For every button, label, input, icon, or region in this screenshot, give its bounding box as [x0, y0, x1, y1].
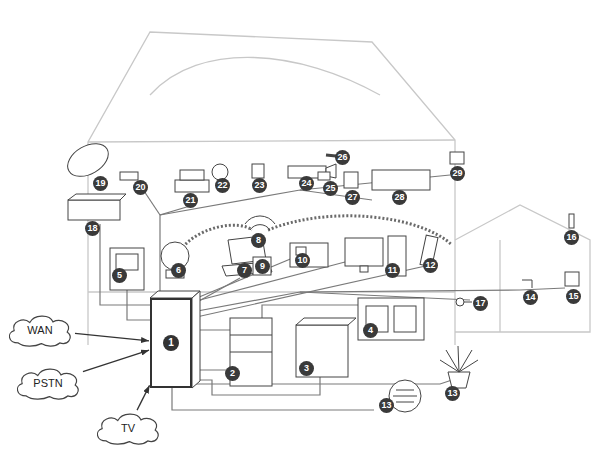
callout-number: 15 — [566, 289, 581, 304]
server-cabinet: 1 — [150, 298, 192, 388]
device-drawing — [110, 248, 144, 290]
device-drawing — [450, 152, 464, 164]
device-drawing — [252, 164, 264, 178]
house-outline — [150, 57, 380, 95]
device-drawing — [290, 243, 328, 267]
device-drawing — [360, 266, 368, 272]
network-cloud: WAN — [6, 313, 74, 347]
house-outline — [88, 32, 455, 345]
house-outline — [455, 205, 590, 332]
house-outline — [88, 140, 455, 142]
callout-number: 3 — [299, 361, 314, 376]
callout-number: 16 — [564, 230, 579, 245]
wire — [100, 175, 565, 410]
wire — [160, 190, 372, 215]
house-outline — [499, 240, 500, 332]
callout-number: 2 — [225, 366, 240, 381]
callout-number: 24 — [299, 176, 314, 191]
wire — [100, 224, 150, 305]
device-drawing — [344, 172, 358, 188]
signal-arrow — [83, 350, 149, 371]
wire — [172, 388, 374, 410]
device-drawing — [396, 390, 414, 391]
device-drawing — [394, 306, 416, 332]
callout-number: 21 — [183, 193, 198, 208]
wire — [160, 206, 190, 298]
network-name: TV — [121, 422, 135, 435]
device-drawing — [175, 180, 209, 192]
callout-number: 12 — [423, 258, 438, 273]
callout-number: 7 — [237, 263, 252, 278]
device-drawing — [358, 298, 424, 340]
callout-number: 13 — [379, 398, 394, 413]
callout-number: 18 — [85, 221, 100, 236]
callout-number: 10 — [295, 253, 310, 268]
callout-number: 28 — [392, 190, 407, 205]
device-drawing — [393, 396, 417, 397]
device-drawing — [253, 257, 271, 275]
device-drawing — [245, 216, 275, 224]
device-drawing — [68, 200, 120, 220]
callout-number: 11 — [385, 263, 400, 278]
device-drawing — [62, 137, 579, 412]
network-name: PSTN — [33, 377, 62, 390]
callout-number: 20 — [133, 180, 148, 195]
device-drawing — [565, 272, 579, 286]
device-drawing — [250, 225, 270, 230]
network-name: WAN — [27, 324, 52, 337]
device-drawing — [62, 137, 114, 183]
callout-number: 23 — [252, 178, 267, 193]
callout-number: 22 — [215, 178, 230, 193]
callout-number: 8 — [251, 233, 266, 248]
device-drawing — [180, 170, 204, 180]
network-cloud: PSTN — [14, 366, 82, 400]
callout-number: 17 — [473, 296, 488, 311]
device-drawing — [296, 318, 356, 325]
signal-arrow — [75, 333, 149, 340]
device-drawing — [230, 335, 272, 336]
device-drawing — [440, 346, 478, 372]
device-drawing — [372, 170, 430, 190]
callout-number: 9 — [255, 259, 270, 274]
device-drawing — [456, 298, 464, 306]
callout-number: 25 — [323, 181, 338, 196]
cloud-outline — [17, 369, 78, 399]
cloud-outline — [9, 316, 70, 346]
device-drawing — [345, 238, 383, 266]
callout-number: 1 — [163, 335, 179, 351]
device-drawing — [296, 325, 348, 377]
device-drawing — [120, 172, 138, 180]
device-drawing — [569, 214, 574, 228]
callout-number: 26 — [335, 150, 350, 165]
callout-number: 14 — [523, 290, 538, 305]
callout-number: 29 — [450, 166, 465, 181]
signal-arrow — [137, 385, 149, 410]
device-drawing — [192, 291, 200, 388]
callout-number: 19 — [93, 176, 108, 191]
device-drawing — [396, 402, 414, 403]
callout-number: 4 — [363, 323, 378, 338]
device-drawing — [68, 194, 126, 200]
callout-number: 5 — [112, 268, 127, 283]
callout-number: 27 — [345, 190, 360, 205]
device-drawing — [318, 172, 330, 180]
callout-number: 6 — [171, 263, 186, 278]
network-cloud: TV — [94, 411, 162, 445]
device-drawing — [230, 352, 272, 353]
callout-number: 13 — [445, 386, 460, 401]
cloud-outline — [97, 414, 158, 444]
device-drawing — [522, 280, 532, 288]
